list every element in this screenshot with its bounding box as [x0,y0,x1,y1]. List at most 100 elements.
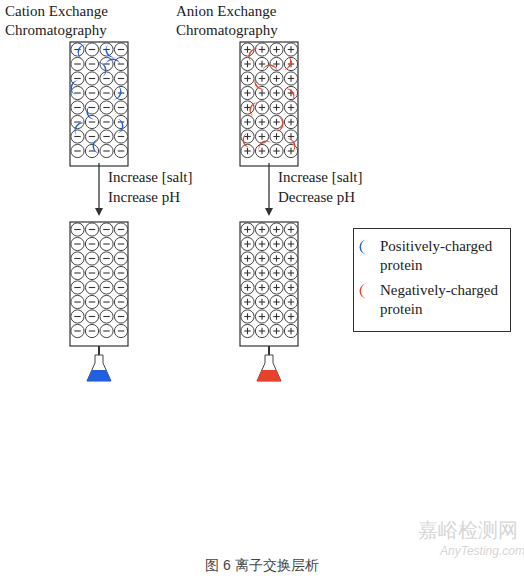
bead-charge [74,330,80,331]
resin-bead [270,281,283,294]
resin-bead [241,266,254,279]
resin-bead [270,86,283,99]
bead-charge [118,330,124,331]
bead-charge [261,61,262,67]
resin-bead [241,324,254,337]
resin-bead [114,223,127,236]
bead-charge [276,284,277,290]
resin-bead [71,43,84,56]
resin-bead [284,281,297,294]
bead-charge [276,255,277,261]
resin-bead [71,57,84,70]
bound-protein [106,59,121,67]
bound-protein [75,42,87,59]
resin-bead [284,43,297,56]
bead-charge [276,133,277,139]
legend-entry: Negatively-charged protein [358,281,506,319]
process-arrow [98,163,99,210]
bead-charge [118,150,124,151]
column-body [240,222,298,346]
bead-charge [118,243,124,244]
bead-charge [261,226,262,232]
resin-bead [114,237,127,250]
resin-bead [284,101,297,114]
bead-charge [290,119,291,125]
bound-protein [246,46,260,63]
resin-bead [284,266,297,279]
bead-charge [247,241,248,247]
legend-text: Negatively-charged protein [380,281,506,319]
bead-charge [89,316,95,317]
resin-bead [114,266,127,279]
bead-charge [103,136,109,137]
resin-bead [270,237,283,250]
bead-charge [276,241,277,247]
bead-charge [247,104,248,110]
resin-bead [284,72,297,85]
resin-bead [114,130,127,143]
bead-charge [74,92,80,93]
bead-charge [290,328,291,334]
resin-bead [241,101,254,114]
resin-bead [114,72,127,85]
eluted-protein [257,370,281,381]
bead-charge [74,258,80,259]
resin-bead [100,281,113,294]
resin-bead [100,130,113,143]
bead-charge [276,148,277,154]
resin-bead [71,130,84,143]
bound-protein [283,86,297,103]
resin-bead [71,281,84,294]
resin-bead [114,252,127,265]
bead-charge [247,299,248,305]
resin-bead [270,310,283,323]
bound-protein [275,117,285,133]
resin-bead [284,310,297,323]
watermark: AnyTesting.com [440,543,524,559]
bead-charge [103,330,109,331]
bound-protein [69,79,79,95]
arrow-head [265,208,273,216]
bead-charge [261,46,262,52]
bead-charge [261,90,262,96]
resin-bead [241,57,254,70]
bead-charge [290,46,291,52]
resin-bead [100,101,113,114]
resin-bead [241,237,254,250]
resin-bead [270,130,283,143]
bead-charge [290,226,291,232]
bead-charge [118,272,124,273]
bead-charge [89,78,95,79]
resin-bead [255,223,268,236]
resin-bead [85,295,98,308]
elution-condition: Increase [salt] [108,168,228,187]
resin-bead [241,295,254,308]
resin-bead [100,252,113,265]
watermark: 嘉峪检测网 [418,518,524,542]
resin-bead [241,43,254,56]
bound-protein [116,119,124,134]
resin-bead [71,310,84,323]
resin-bead [85,86,98,99]
resin-bead [85,130,98,143]
resin-bead [284,144,297,157]
resin-bead [114,43,127,56]
bead-charge [261,75,262,81]
bead-charge [261,328,262,334]
resin-bead [270,266,283,279]
resin-bead [241,223,254,236]
resin-bead [85,43,98,56]
resin-bead [100,310,113,323]
column-body [240,42,298,166]
bead-charge [74,272,80,273]
process-arrow [268,163,269,210]
resin-bead [284,324,297,337]
resin-bead [85,115,98,128]
bead-charge [276,270,277,276]
bead-charge [103,272,109,273]
bead-charge [74,136,80,137]
resin-bead [71,101,84,114]
resin-bead [241,144,254,157]
resin-bead [284,130,297,143]
bound-protein [241,133,251,149]
